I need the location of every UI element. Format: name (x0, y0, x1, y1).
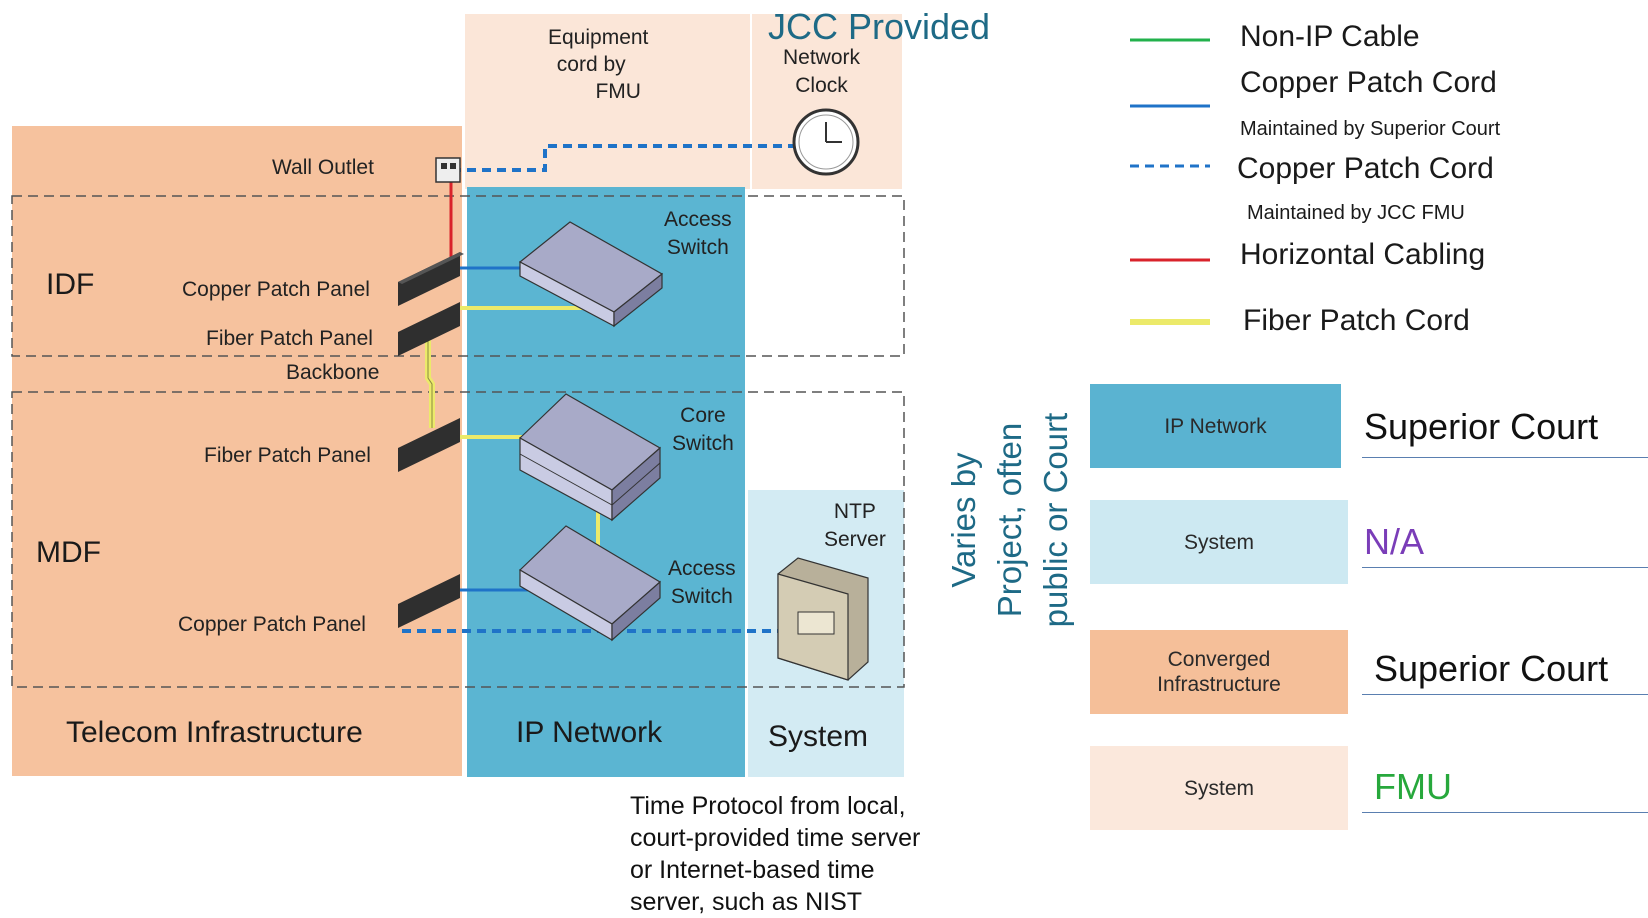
note-line: or Internet-based time (630, 856, 875, 884)
key-value-ip-network: Superior Court (1364, 406, 1599, 447)
core-switch-line: Core (680, 404, 726, 427)
jcc-provided-title: JCC Provided (768, 6, 991, 47)
mdf-zone-outline (11, 391, 905, 688)
legend-copper-fmu-sub: Maintained by JCC FMU (1247, 202, 1465, 224)
legend-horizontal-cabling: Horizontal Cabling (1240, 238, 1486, 271)
ntp-server-line: Server (824, 528, 886, 551)
wall-outlet-icon (435, 157, 461, 183)
varies-line: public or Court (1037, 412, 1074, 628)
copper-patch-panel-idf-label: Copper Patch Panel (182, 278, 370, 301)
legend-non-ip-cable: Non-IP Cable (1240, 20, 1420, 53)
access-switch-top-line: Switch (666, 236, 729, 259)
legend-copper-patch-cord-fmu: Copper Patch Cord (1237, 152, 1494, 185)
fiber-patch-panel-idf-icon (398, 302, 460, 356)
equipment-cord-label: Equipment cord by FMU (548, 24, 648, 105)
core-switch-label: Core Switch (672, 402, 734, 458)
access-switch-bottom-icon (519, 525, 662, 642)
key-box-system-na: System (1090, 500, 1348, 584)
clock-dashed-cord (452, 144, 800, 172)
ntp-server-line: NTP (833, 500, 876, 523)
key-underline (1362, 694, 1648, 695)
time-protocol-note: Time Protocol from local, court-provided… (630, 790, 920, 918)
fiber-patch-panel-mdf-icon (398, 418, 460, 472)
network-clock-line: Clock (795, 74, 848, 97)
access-switch-top-line: Access (664, 208, 732, 231)
core-switch-icon (519, 393, 662, 522)
ntp-server-icon (777, 557, 869, 681)
key-converged-line: Converged (1167, 648, 1271, 671)
copper-patch-panel-mdf-icon (398, 574, 460, 628)
telecom-column-bg (12, 126, 462, 776)
network-clock-line: Network (783, 46, 861, 69)
access-switch-top-label: Access Switch (664, 206, 732, 262)
key-box-ip-network: IP Network (1090, 384, 1341, 468)
note-line: Time Protocol from local, (630, 792, 906, 820)
equipment-cord-line: cord by (556, 53, 626, 76)
access-switch-bottom-label: Access Switch (668, 555, 736, 611)
equipment-cord-line: Equipment (548, 26, 649, 49)
system-column-label: System (768, 720, 869, 753)
core-switch-line: Switch (672, 432, 734, 455)
varies-line: Varies by (945, 452, 982, 588)
key-value-system-fmu: FMU (1374, 766, 1452, 807)
equipment-cord-column-bg (465, 14, 750, 189)
copper-patch-panel-mdf-label: Copper Patch Panel (178, 613, 366, 636)
copper-patch-panel-idf-icon (398, 252, 464, 306)
telecom-infrastructure-column-label: Telecom Infrastructure (66, 716, 363, 749)
legend-copper-patch-cord-court: Copper Patch Cord (1240, 66, 1497, 99)
access-switch-bottom-line: Switch (670, 585, 733, 608)
key-box-system-fmu: System (1090, 746, 1348, 830)
network-clock-icon (792, 108, 860, 176)
key-underline (1362, 457, 1648, 458)
mdf-label: MDF (36, 536, 101, 569)
varies-by-project-label: Varies by Project, often public or Court (941, 370, 1079, 670)
varies-line: Project, often (991, 422, 1028, 618)
key-underline (1362, 567, 1648, 568)
fiber-patch-panel-mdf-label: Fiber Patch Panel (204, 444, 371, 467)
idf-label: IDF (46, 268, 95, 301)
ntp-server-label: NTP Server (824, 498, 886, 554)
network-clock-label: Network Clock (783, 44, 860, 100)
key-value-converged: Superior Court (1374, 648, 1609, 689)
legend-copper-court-sub: Maintained by Superior Court (1240, 118, 1501, 140)
ip-network-column-label: IP Network (516, 716, 663, 749)
equipment-cord-line: FMU (595, 80, 641, 103)
key-converged-line: Infrastructure (1157, 673, 1281, 696)
note-line: court-provided time server (630, 824, 921, 852)
key-value-system-na: N/A (1364, 521, 1425, 562)
wall-outlet-label: Wall Outlet (272, 156, 374, 179)
note-line: server, such as NIST (630, 888, 863, 916)
idf-zone-outline (11, 195, 905, 357)
backbone-label: Backbone (286, 361, 380, 384)
access-switch-bottom-line: Access (668, 557, 736, 580)
key-underline (1362, 812, 1648, 813)
legend-fiber-patch-cord: Fiber Patch Cord (1243, 304, 1470, 337)
fiber-patch-panel-idf-label: Fiber Patch Panel (206, 327, 373, 350)
access-switch-top-icon (518, 221, 664, 328)
